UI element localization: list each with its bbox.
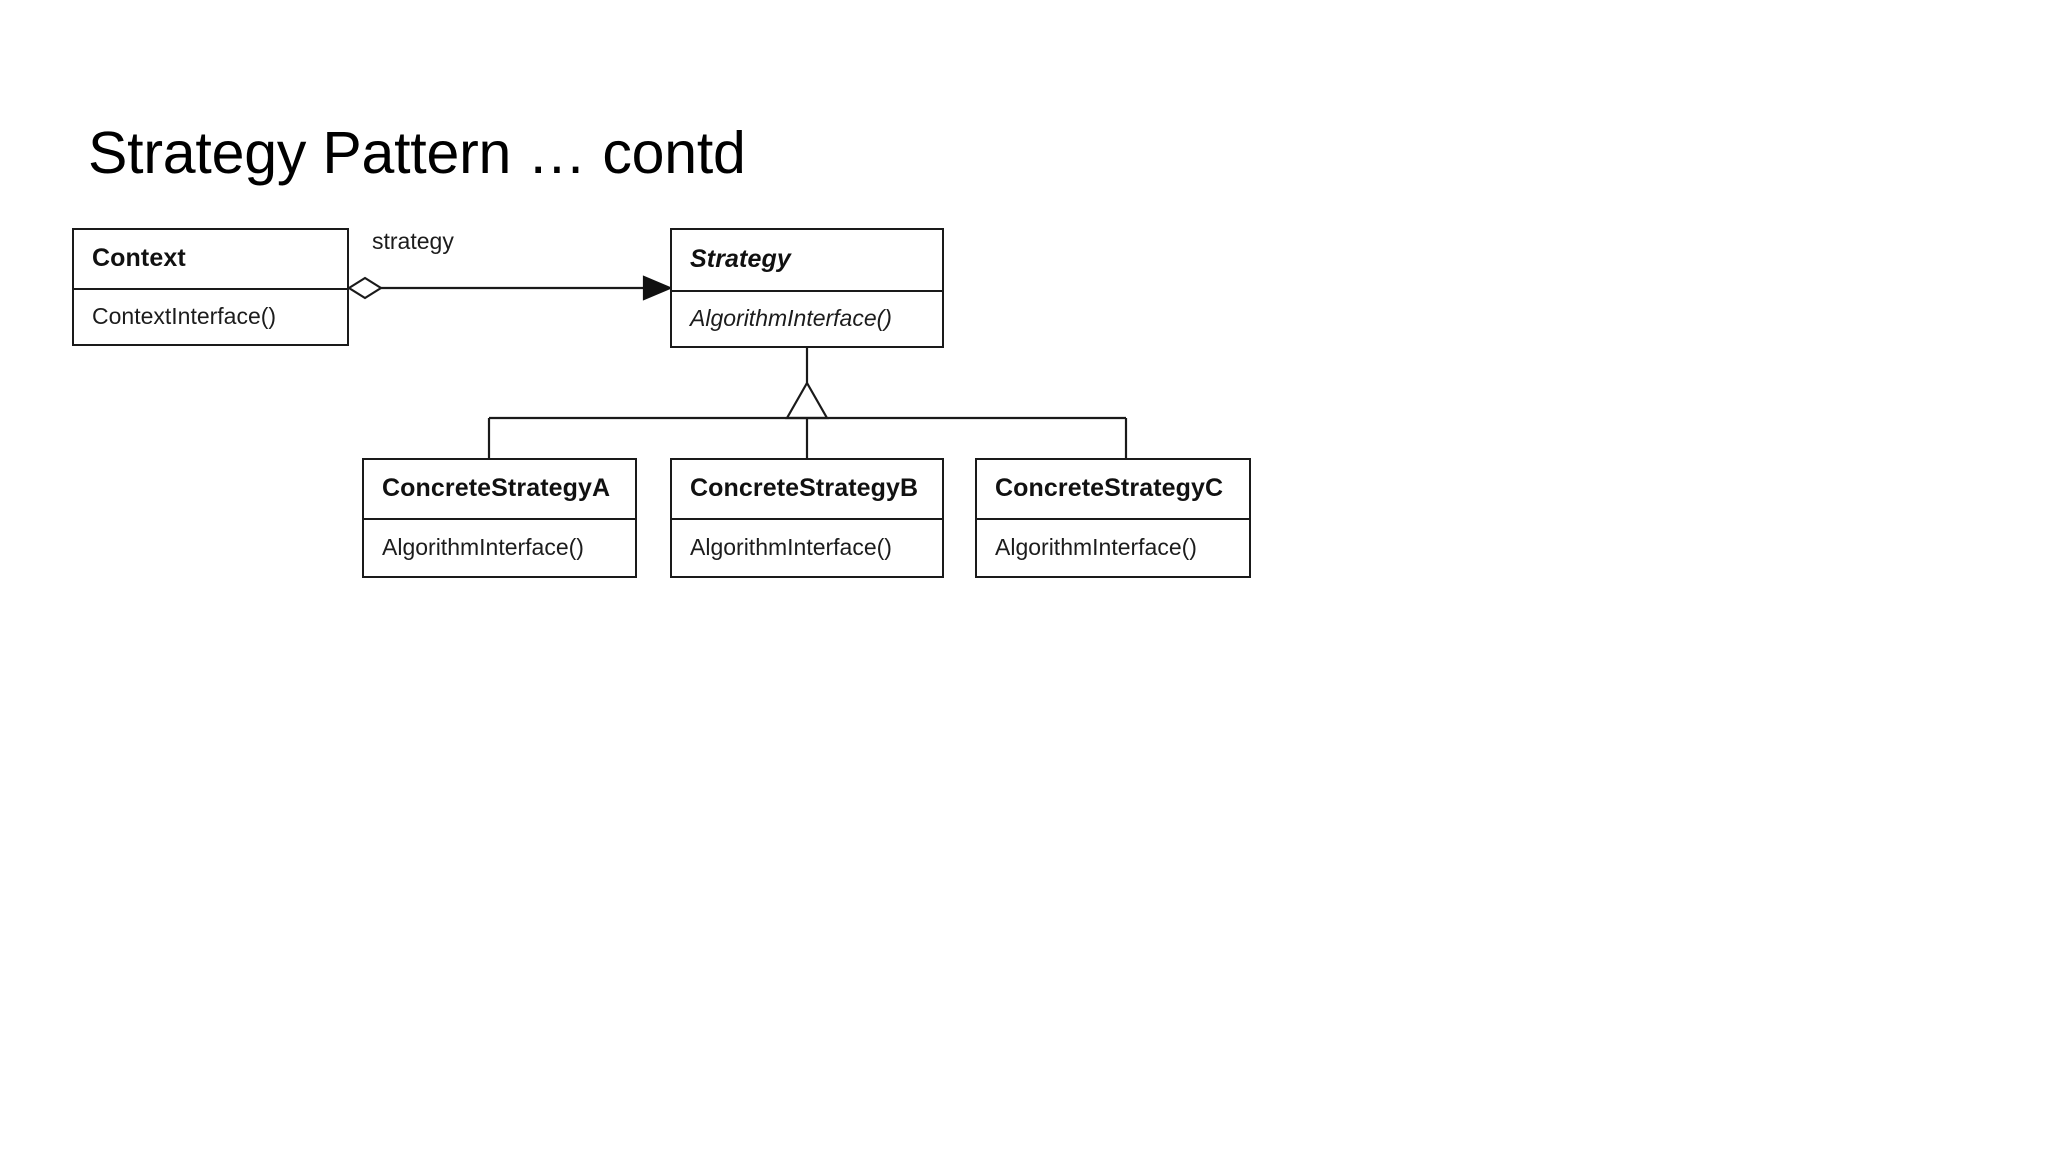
uml-class-concrete-strategy-a[interactable]: ConcreteStrategyA AlgorithmInterface() (362, 458, 637, 578)
hollow-diamond-icon (346, 276, 384, 300)
uml-operation-concrete-strategy-a-algorithm-interface: AlgorithmInterface() (364, 517, 635, 576)
uml-operation-context-interface: ContextInterface() (74, 287, 347, 344)
association-role-label: strategy (372, 228, 454, 254)
uml-operation-concrete-strategy-b-algorithm-interface: AlgorithmInterface() (672, 517, 942, 576)
uml-class-name-concrete-strategy-a: ConcreteStrategyA (382, 474, 611, 503)
hollow-triangle-icon (785, 380, 829, 420)
uml-operation-strategy-algorithm-interface: AlgorithmInterface() (672, 289, 942, 346)
page-title: Strategy Pattern … contd (88, 120, 746, 186)
uml-class-name-strategy: Strategy (690, 245, 791, 274)
filled-arrow-icon (642, 275, 673, 301)
uml-class-concrete-strategy-b[interactable]: ConcreteStrategyB AlgorithmInterface() (670, 458, 944, 578)
uml-class-context[interactable]: Context ContextInterface() (72, 228, 349, 346)
uml-operation-concrete-strategy-c-algorithm-interface: AlgorithmInterface() (977, 517, 1249, 576)
uml-class-strategy[interactable]: Strategy AlgorithmInterface() (670, 228, 944, 348)
uml-class-concrete-strategy-c[interactable]: ConcreteStrategyC AlgorithmInterface() (975, 458, 1251, 578)
uml-class-name-concrete-strategy-b: ConcreteStrategyB (690, 474, 919, 503)
uml-class-name-concrete-strategy-c: ConcreteStrategyC (995, 474, 1224, 503)
uml-class-name-context: Context (92, 244, 186, 273)
